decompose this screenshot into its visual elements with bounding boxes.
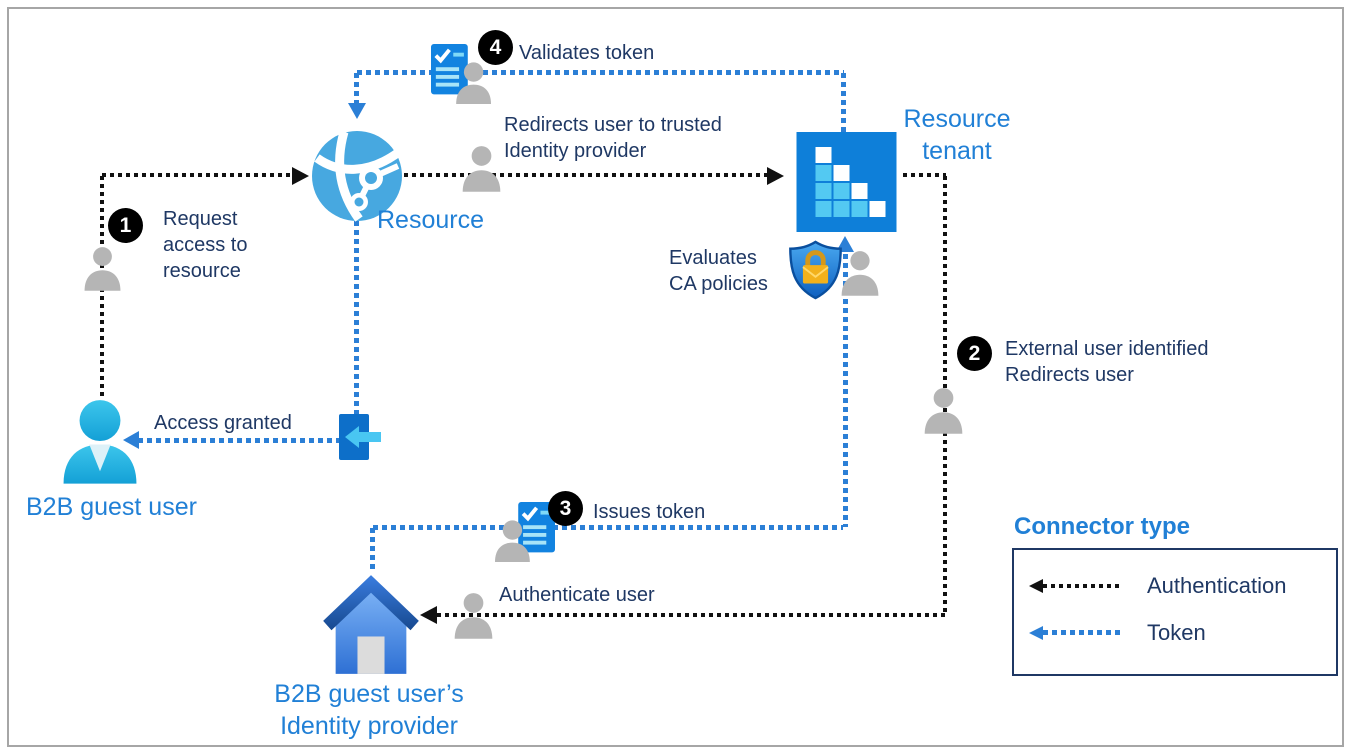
identity-provider-house-icon: [319, 569, 423, 679]
resource-tenant-icon: [791, 132, 902, 232]
arrow-down-icon: [348, 103, 366, 119]
step-2-label: External user identified Redirects user: [1005, 338, 1209, 386]
token-line-into-resource: [354, 73, 359, 105]
user-silhouette-icon: [922, 387, 965, 434]
user-silhouette-icon: [839, 250, 881, 296]
token-line-issues: [373, 525, 843, 530]
step-badge-2: 2: [957, 336, 992, 371]
step-badge-1: 1: [108, 208, 143, 243]
step-1-label: Request access to resource: [163, 208, 248, 282]
legend-auth-line: [1043, 584, 1120, 588]
token-document-icon: [494, 502, 556, 562]
step-4-label: Validates token: [519, 42, 655, 64]
auth-line-resource-to-tenant: [404, 173, 768, 177]
diagram-border-frame: [7, 7, 1344, 747]
arrow-left-icon: [1029, 579, 1043, 593]
authenticate-user-annotation: Authenticate user: [499, 584, 655, 606]
legend-title: Connector type: [1014, 513, 1191, 540]
token-line-idp-top: [370, 528, 375, 570]
token-line-into-tenant: [843, 254, 848, 527]
user-silhouette-icon: [452, 592, 495, 639]
token-line-resource-down: [354, 221, 359, 415]
access-granted-annotation: Access granted: [154, 412, 292, 434]
arrow-left-icon: [1029, 626, 1043, 640]
guest-user-node-label: B2B guest user: [26, 493, 197, 521]
identity-provider-node-label: B2B guest user’s Identity provider: [274, 680, 464, 740]
arrow-right-icon: [292, 167, 309, 185]
arrow-left-icon: [123, 431, 139, 449]
resource-tenant-node-label: Resource tenant: [903, 105, 1011, 165]
redirects-annotation: Redirects user to trusted Identity provi…: [504, 114, 722, 162]
auth-line-to-resource: [102, 173, 292, 177]
arrow-right-icon: [767, 167, 784, 185]
user-silhouette-icon: [460, 145, 503, 192]
legend-token-line: [1043, 630, 1120, 635]
resource-globe-icon: [309, 128, 405, 224]
guest-user-icon: [60, 396, 140, 486]
legend-item-authentication: Authentication: [1147, 573, 1287, 598]
user-silhouette-icon: [82, 246, 123, 291]
token-line-access-granted: [138, 438, 340, 443]
token-document-icon: [430, 44, 492, 104]
shield-lock-icon: [787, 240, 844, 300]
token-line-top: [357, 70, 844, 75]
step-badge-4: 4: [478, 30, 513, 65]
evaluates-ca-annotation: Evaluates CA policies: [669, 247, 768, 295]
step-3-label: Issues token: [593, 501, 706, 523]
arrow-left-icon: [420, 606, 437, 624]
auth-line-to-idp: [437, 613, 945, 617]
step-badge-3: 3: [548, 491, 583, 526]
legend-item-token: Token: [1147, 620, 1206, 645]
resource-node-label: Resource: [377, 206, 484, 234]
legend-box: [1012, 548, 1338, 676]
token-line-tenant-top: [841, 73, 846, 133]
sign-in-door-icon: [339, 414, 385, 464]
auth-line-tenant-right: [903, 173, 946, 177]
